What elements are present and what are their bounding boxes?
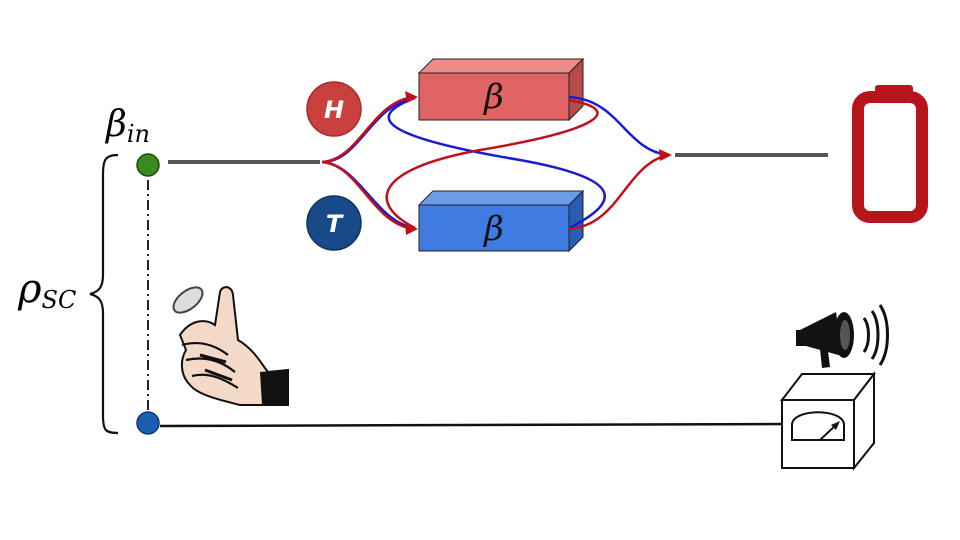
measurement-wire [159,422,784,428]
meter-box-icon [779,371,877,471]
top-qubit-node [136,153,160,177]
megaphone-icon [796,304,889,368]
rho-sc-label: ρSC [17,266,76,314]
bottom-beta-box: β [417,189,585,253]
path-arrows [405,91,672,235]
tails-coin-label: T [326,210,344,238]
beta-in-label: βin [104,104,150,148]
bottom-box-label: β [482,209,504,249]
heads-coin-label: H [324,96,344,124]
hand-flipping-coin-icon [172,286,289,406]
top-beta-box: β [417,57,585,122]
heads-coin: H [306,81,362,137]
top-box-label: β [482,77,504,117]
red-paths [321,95,669,231]
bottom-qubit-node [136,411,160,435]
tails-coin: T [306,195,362,251]
battery-icon [852,85,928,223]
left-brace [89,153,119,435]
